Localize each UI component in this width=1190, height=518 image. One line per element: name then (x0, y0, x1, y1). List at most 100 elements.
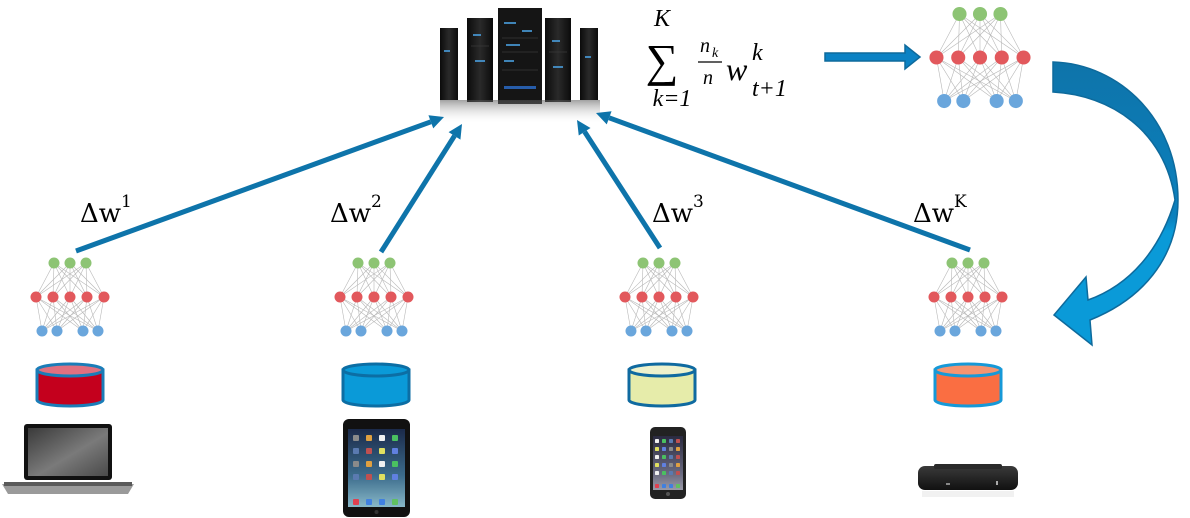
output-node (368, 257, 380, 269)
weight-subscript: t+1 (752, 76, 787, 102)
hidden-node (687, 291, 699, 303)
client-network-client-1 (30, 257, 110, 337)
sum-symbol: ∑ (646, 35, 679, 86)
hidden-node (385, 291, 397, 303)
output-node (637, 257, 649, 269)
input-node (340, 325, 352, 337)
output-node (993, 6, 1008, 22)
output-node (64, 257, 76, 269)
hidden-node (929, 50, 944, 65)
input-node (956, 94, 971, 109)
client-network-client-K (928, 257, 1008, 337)
data-cylinder-client-1 (35, 362, 105, 408)
hidden-node (962, 291, 974, 303)
delta-w-symbol: Δw (652, 199, 693, 229)
output-node (352, 257, 364, 269)
input-node (975, 325, 987, 337)
output-node (946, 257, 958, 269)
delta-w-symbol: Δw (330, 199, 371, 229)
input-node (666, 325, 678, 337)
hidden-node (945, 291, 957, 303)
smartphone-icon (650, 427, 686, 499)
update-label-client-1: Δw 1 (80, 192, 132, 229)
input-node (937, 94, 952, 109)
data-cylinder-client-2 (341, 362, 411, 408)
input-node (949, 325, 961, 337)
aggregation-formula: K ∑ k=1 n k n w k t+1 (646, 6, 787, 112)
weight-symbol: w (726, 51, 748, 87)
delta-w-superscript: 2 (371, 192, 382, 212)
hidden-node (64, 291, 76, 303)
input-node (381, 325, 393, 337)
output-node (669, 257, 681, 269)
output-node (80, 257, 92, 269)
hidden-node (951, 50, 966, 65)
hidden-node (98, 291, 110, 303)
weight-superscript: k (752, 40, 763, 66)
upload-arrow-client-1 (75, 115, 444, 254)
output-node (384, 257, 396, 269)
input-node (396, 325, 408, 337)
output-node (978, 257, 990, 269)
input-node (625, 325, 637, 337)
client-network-client-2 (334, 257, 414, 337)
hidden-node (979, 291, 991, 303)
input-node (36, 325, 48, 337)
output-node (48, 257, 60, 269)
hidden-node (972, 50, 988, 65)
hidden-node (1016, 50, 1031, 65)
global-network-graph (929, 6, 1031, 109)
hidden-node (994, 50, 1009, 65)
hidden-node (351, 291, 363, 303)
distribute-curved-arrow (1052, 61, 1179, 347)
input-node (640, 325, 652, 337)
hidden-node (670, 291, 682, 303)
broadcast-arrow (824, 43, 922, 71)
hidden-node (928, 291, 940, 303)
output-node (972, 6, 988, 22)
output-node (653, 257, 665, 269)
delta-w-superscript: K (954, 192, 967, 212)
fraction-denominator: n (703, 67, 713, 89)
upload-arrow-client-2 (378, 124, 462, 254)
input-node (989, 94, 1004, 109)
fraction-numerator-subscript: k (712, 46, 719, 61)
client-network-client-3 (619, 257, 699, 337)
input-node (1008, 94, 1023, 109)
update-label-client-3: Δw 3 (652, 192, 704, 229)
hidden-node (368, 291, 380, 303)
hidden-node (996, 291, 1008, 303)
input-node (51, 325, 63, 337)
set-top-box-icon (918, 464, 1018, 497)
hidden-node (619, 291, 631, 303)
input-node (681, 325, 693, 337)
data-cylinder-client-3 (627, 362, 697, 408)
server-rack-icon (440, 8, 600, 124)
input-node (934, 325, 946, 337)
delta-w-symbol: Δw (913, 199, 954, 229)
hidden-node (636, 291, 648, 303)
sum-upper-limit: K (653, 6, 672, 32)
hidden-node (47, 291, 59, 303)
hidden-node (653, 291, 665, 303)
hidden-node (402, 291, 414, 303)
fraction-numerator: n (700, 35, 710, 57)
input-node (355, 325, 367, 337)
hidden-node (30, 291, 42, 303)
data-cylinder-client-K (933, 362, 1003, 408)
input-node (77, 325, 89, 337)
delta-w-superscript: 1 (121, 192, 132, 212)
global-model-neural-network-icon (929, 6, 1031, 109)
output-node (952, 6, 967, 22)
upload-arrow-client-K (596, 111, 971, 253)
output-node (962, 257, 974, 269)
update-label-client-K: Δw K (913, 192, 967, 229)
input-node (92, 325, 104, 337)
delta-w-symbol: Δw (80, 199, 121, 229)
hidden-node (81, 291, 93, 303)
delta-w-superscript: 3 (693, 192, 704, 212)
input-node (990, 325, 1002, 337)
tablet-icon (343, 419, 410, 517)
laptop-icon (2, 424, 134, 494)
